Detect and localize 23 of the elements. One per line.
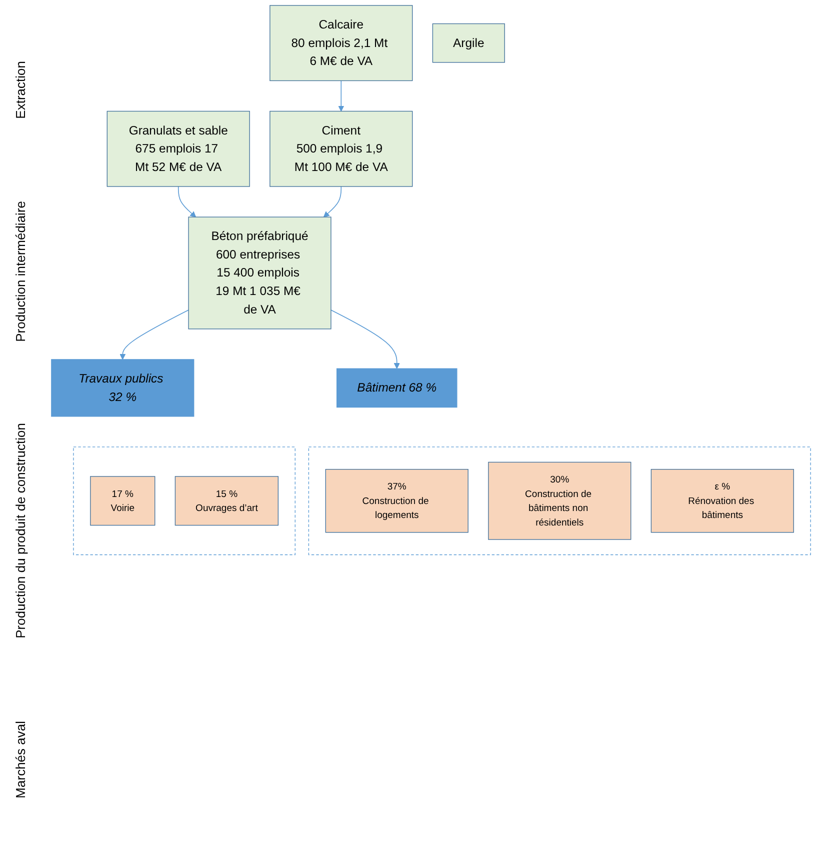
node-box: 15 % Ouvrages d’art: [174, 476, 279, 526]
arrow: [338, 80, 344, 112]
arrow: [120, 310, 189, 360]
arrow: [323, 186, 342, 218]
cluster: [73, 446, 296, 556]
node-box: ε % Rénovation des bâtiments: [650, 468, 794, 533]
node-box: Ciment 500 emplois 1,9 Mt 100 M€ de VA: [270, 110, 413, 187]
arrow: [330, 310, 400, 369]
node-box: 30% Construction de bâtiments non résidentiels: [488, 462, 632, 540]
node-box: 37% Construction de logements: [325, 468, 468, 533]
node-box: Bâtiment 68 %: [336, 368, 458, 408]
node-box: 17 % Voirie: [90, 476, 156, 526]
row-label: Marchés aval: [12, 720, 28, 798]
cluster: [308, 446, 811, 556]
node-box: Calcaire 80 emplois 2,1 Mt 6 M€ de VA: [270, 5, 413, 82]
row-label: Extraction: [12, 60, 28, 119]
arrow: [178, 186, 196, 218]
node-box: Béton préfabriqué 600 entreprises 15 400 emplois 19 Mt 1 035 M€ de VA: [188, 216, 332, 330]
node-box: Argile: [432, 23, 505, 63]
row-label: Production du produit de construction: [12, 423, 28, 639]
node-box: Travaux publics 32 %: [51, 359, 194, 417]
row-label: Production intermédiaire: [12, 200, 28, 342]
node-box: Granulats et sable 675 emplois 17 Mt 52 M€ de VA: [106, 110, 250, 187]
